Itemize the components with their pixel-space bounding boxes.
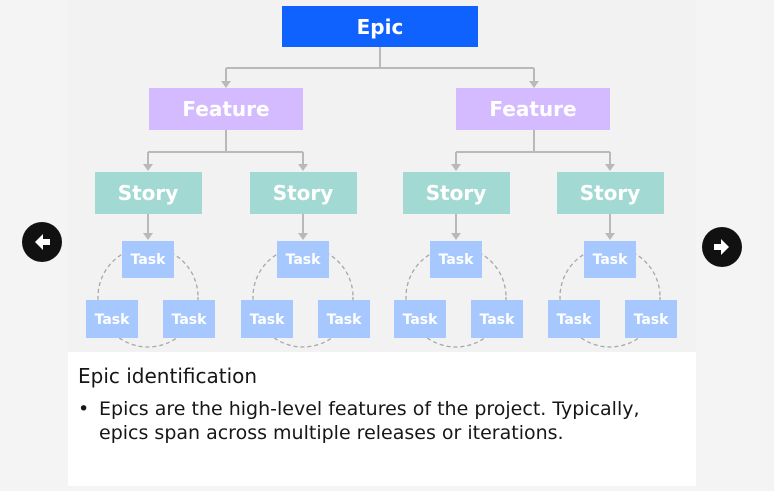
task-box [318, 300, 370, 338]
task-box [163, 300, 215, 338]
story-label: Story [273, 181, 334, 205]
arrowhead [298, 164, 308, 171]
task-box [584, 241, 636, 278]
arrowhead [221, 81, 231, 88]
arrowhead [298, 233, 308, 240]
bullet-marker: • [78, 398, 90, 420]
task-label: Task [403, 312, 439, 328]
task-box [430, 241, 482, 278]
feature-connectors [147, 130, 611, 168]
caption-panel: Epic identification • Epics are the high… [68, 352, 696, 486]
arrowhead [529, 81, 539, 88]
story-connectors [147, 214, 611, 236]
story-box [95, 172, 202, 214]
arrowhead [451, 164, 461, 171]
task-label: Task [172, 312, 208, 328]
next-slide-button[interactable] [702, 227, 742, 267]
task-label: Task [250, 312, 286, 328]
task-label: Task [286, 252, 322, 268]
task-box [277, 241, 329, 278]
story-label: Story [580, 181, 641, 205]
task-label: Task [593, 252, 629, 268]
feature-label: Feature [182, 97, 269, 121]
previous-slide-button[interactable] [22, 222, 62, 262]
task-label: Task [634, 312, 670, 328]
task-cycles [97, 246, 661, 348]
epic-box [282, 6, 478, 47]
task-box [548, 300, 600, 338]
arrow-right-icon [714, 239, 729, 255]
feature-box [456, 88, 610, 130]
task-label: Task [327, 312, 363, 328]
task-box [86, 300, 138, 338]
task-label: Task [557, 312, 593, 328]
arrow-left-icon [35, 234, 50, 250]
task-label: Task [439, 252, 475, 268]
task-box [241, 300, 293, 338]
arrowhead [451, 233, 461, 240]
task-box [625, 300, 677, 338]
feature-box [149, 88, 303, 130]
arrowhead [605, 233, 615, 240]
story-box [250, 172, 357, 214]
task-label: Task [480, 312, 516, 328]
story-box [557, 172, 664, 214]
arrowhead [143, 164, 153, 171]
feature-label: Feature [489, 97, 576, 121]
task-box [471, 300, 523, 338]
task-box [394, 300, 446, 338]
task-label: Task [131, 252, 167, 268]
caption-title: Epic identification [78, 364, 258, 388]
caption-bullet: • Epics are the high-level features of t… [78, 397, 668, 445]
story-label: Story [426, 181, 487, 205]
epic-hierarchy-diagram: Epic Feature Feature Story Story Story S… [86, 6, 677, 348]
arrowhead [605, 164, 615, 171]
task-box [122, 241, 174, 278]
arrowhead [143, 233, 153, 240]
caption-bullet-text: Epics are the high-level features of the… [99, 398, 640, 444]
epic-connectors [225, 47, 535, 86]
story-box [403, 172, 510, 214]
epic-label: Epic [357, 15, 404, 39]
story-label: Story [118, 181, 179, 205]
task-label: Task [95, 312, 131, 328]
